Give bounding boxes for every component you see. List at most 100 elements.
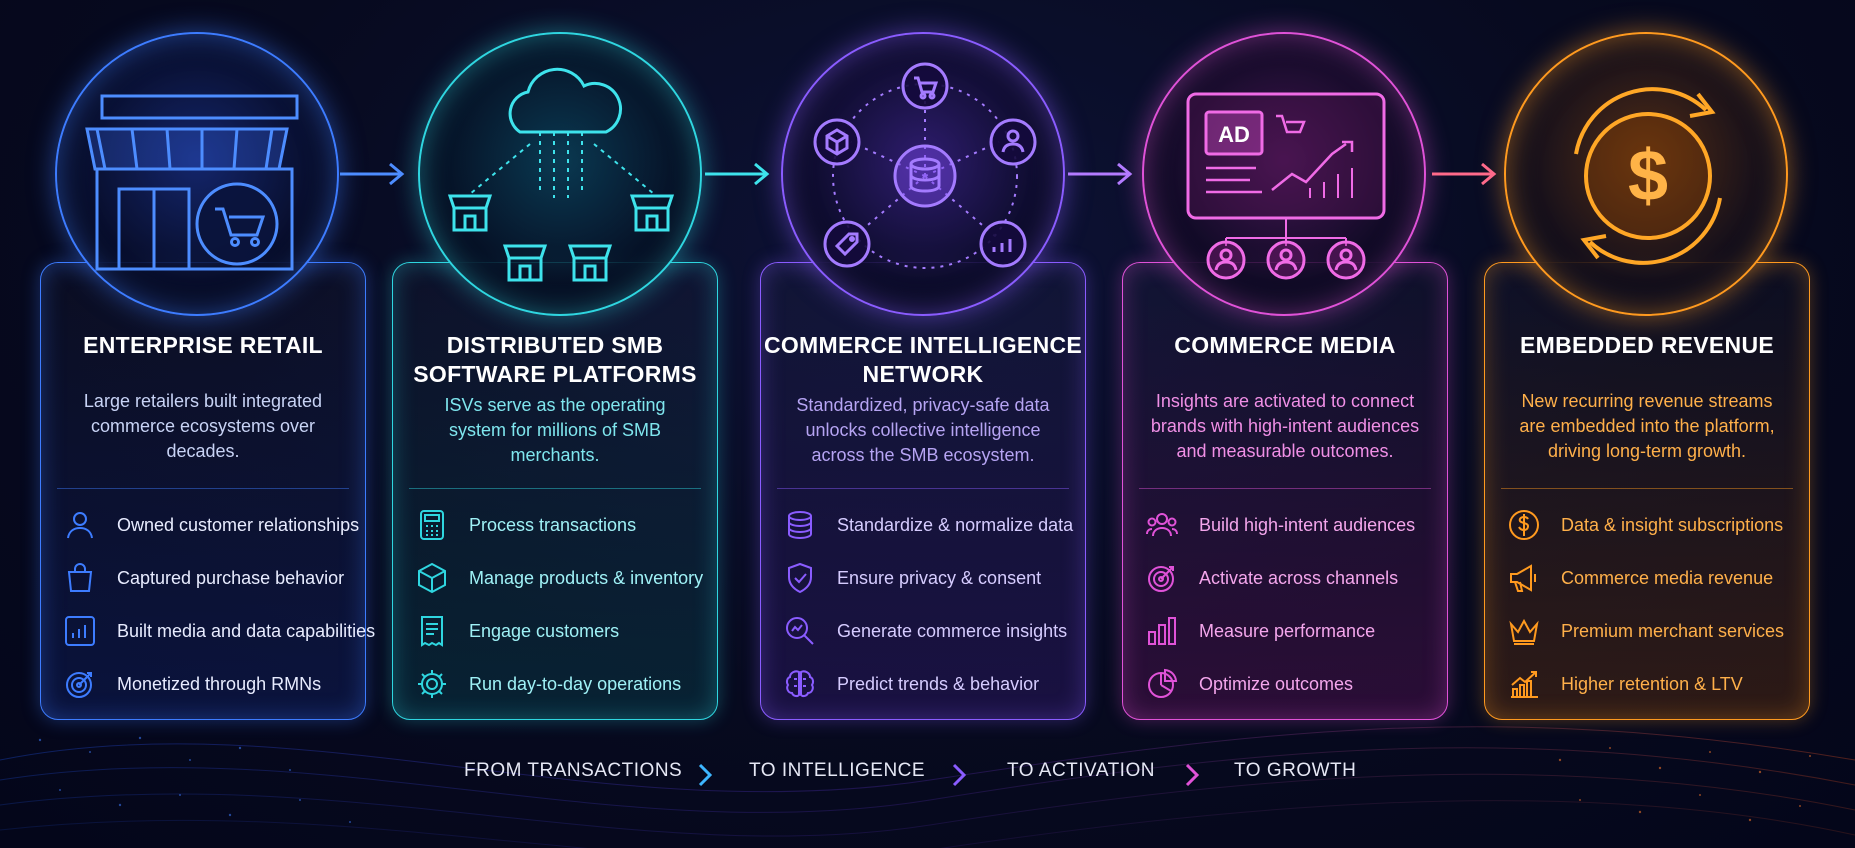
brain-icon (783, 667, 817, 701)
feature-label: Measure performance (1199, 620, 1376, 641)
stage-title: COMMERCE INTELLIGENCE NETWORK (763, 332, 1083, 387)
feature-item: Higher retention & LTV (1507, 666, 1799, 702)
feature-label: Standardize & normalize data (837, 514, 1074, 535)
database-icon (783, 508, 817, 542)
flow-step-transactions: FROM TRANSACTIONS (464, 760, 683, 781)
feature-item: Measure performance (1145, 613, 1437, 649)
connector-arrow (703, 160, 773, 188)
feature-item: Standardize & normalize data (783, 507, 1075, 543)
feature-item: Generate commerce insights (783, 613, 1075, 649)
box-icon (415, 561, 449, 595)
stage-title: EMBEDDED REVENUE (1519, 332, 1774, 358)
feature-label: Commerce media revenue (1561, 567, 1774, 588)
audience-icon (1145, 508, 1179, 542)
hero-embedded-revenue: $ (1504, 32, 1788, 316)
stage-card-commerce-media: COMMERCE MEDIA Insights are activated to… (1122, 262, 1448, 720)
feature-label: Run day-to-day operations (469, 673, 682, 694)
feature-label: Predict trends & behavior (837, 673, 1040, 694)
stage-card-commerce-intelligence: COMMERCE INTELLIGENCE NETWORK Standardiz… (760, 262, 1086, 720)
stage-card-embedded-revenue: EMBEDDED REVENUE New recurring revenue s… (1484, 262, 1810, 720)
stage-description: ISVs serve as the operating system for m… (444, 395, 666, 465)
feature-label: Manage products & inventory (469, 567, 704, 588)
magnifier-chart-icon (783, 614, 817, 648)
feature-item: Predict trends & behavior (783, 666, 1075, 702)
divider (777, 488, 1069, 489)
feature-item: Owned customer relationships (63, 507, 359, 543)
feature-item: Data & insight subscriptions (1507, 507, 1799, 543)
receipt-icon (415, 614, 449, 648)
stage-card-distributed-smb: DISTRIBUTED SMB SOFTWARE PLATFORMS ISVs … (392, 262, 718, 720)
stage-title: ENTERPRISE RETAIL (83, 332, 323, 358)
stage-title: COMMERCE MEDIA (1174, 332, 1396, 358)
hero-intelligence-network (781, 32, 1065, 316)
feature-label: Monetized through RMNs (117, 673, 322, 694)
flow-step-activation: TO ACTIVATION (1007, 760, 1155, 781)
connector-arrow (1430, 160, 1500, 188)
feature-label: Owned customer relationships (117, 514, 360, 535)
feature-item: Ensure privacy & consent (783, 560, 1075, 596)
pie-chart-icon (1145, 667, 1179, 701)
shield-check-icon (783, 561, 817, 595)
stage-title: DISTRIBUTED SMB SOFTWARE PLATFORMS (413, 332, 697, 387)
stage-description: Insights are activated to connect brands… (1150, 391, 1420, 461)
ad-dashboard-icon: AD (1186, 92, 1386, 280)
divider (1501, 488, 1793, 489)
feature-label: Premium merchant services (1561, 620, 1785, 641)
target-icon (63, 667, 97, 701)
feature-label: Activate across channels (1199, 567, 1399, 588)
progression-flow: FROM TRANSACTIONS TO INTELLIGENCE TO ACT… (0, 760, 1855, 790)
hero-smb-platforms (418, 32, 702, 316)
feature-item: Build high-intent audiences (1145, 507, 1437, 543)
feature-item: Commerce media revenue (1507, 560, 1799, 596)
flow-step-intelligence: TO INTELLIGENCE (749, 760, 926, 781)
dollar-cycle-icon: $ (1574, 87, 1722, 265)
storefront-cart-icon (85, 94, 299, 271)
feature-label: Ensure privacy & consent (837, 567, 1042, 588)
crown-icon (1507, 614, 1541, 648)
feature-label: Optimize outcomes (1199, 673, 1354, 694)
stage-description: New recurring revenue streams are embedd… (1519, 391, 1775, 461)
megaphone-icon (1507, 561, 1541, 595)
stage-description: Large retailers built integrated commerc… (83, 391, 323, 461)
user-icon (63, 508, 97, 542)
hero-commerce-media: AD (1142, 32, 1426, 316)
connector-arrow (1066, 160, 1136, 188)
divider (1139, 488, 1431, 489)
stage-description: Standardized, privacy-safe data unlocks … (796, 395, 1050, 465)
feature-label: Higher retention & LTV (1561, 673, 1743, 694)
chevron-right-icon (948, 760, 970, 790)
ad-badge-text: AD (1218, 122, 1250, 147)
feature-label: Data & insight subscriptions (1561, 514, 1784, 535)
calculator-icon (415, 508, 449, 542)
feature-label: Built media and data capabilities (117, 620, 376, 641)
feature-item: Built media and data capabilities (63, 613, 375, 649)
chevron-right-icon (1181, 760, 1203, 790)
stage-card-enterprise-retail: ENTERPRISE RETAIL Large retailers built … (40, 262, 375, 720)
connector-arrow (338, 160, 408, 188)
bar-chart-icon (1145, 614, 1179, 648)
chevron-right-icon (694, 760, 716, 790)
feature-item: Premium merchant services (1507, 613, 1799, 649)
data-hub-network-icon (813, 62, 1037, 269)
feature-label: Captured purchase behavior (117, 567, 345, 588)
feature-item: Run day-to-day operations (415, 666, 707, 702)
feature-item: Monetized through RMNs (63, 666, 355, 702)
feature-item: Optimize outcomes (1145, 666, 1437, 702)
feature-item: Captured purchase behavior (63, 560, 355, 596)
bar-chart-icon (63, 614, 97, 648)
dollar-sign-text: $ (1628, 136, 1668, 216)
feature-label: Generate commerce insights (837, 620, 1068, 641)
shopping-bag-icon (63, 561, 97, 595)
growth-chart-icon (1507, 667, 1541, 701)
hero-enterprise-retail (55, 32, 339, 316)
feature-item: Engage customers (415, 613, 707, 649)
gear-icon (415, 667, 449, 701)
feature-item: Activate across channels (1145, 560, 1437, 596)
cloud-network-icon (447, 67, 675, 282)
store-node (447, 194, 493, 232)
target-arrow-icon (1145, 561, 1179, 595)
divider (57, 488, 349, 489)
feature-item: Process transactions (415, 507, 707, 543)
flow-step-growth: TO GROWTH (1234, 760, 1357, 781)
